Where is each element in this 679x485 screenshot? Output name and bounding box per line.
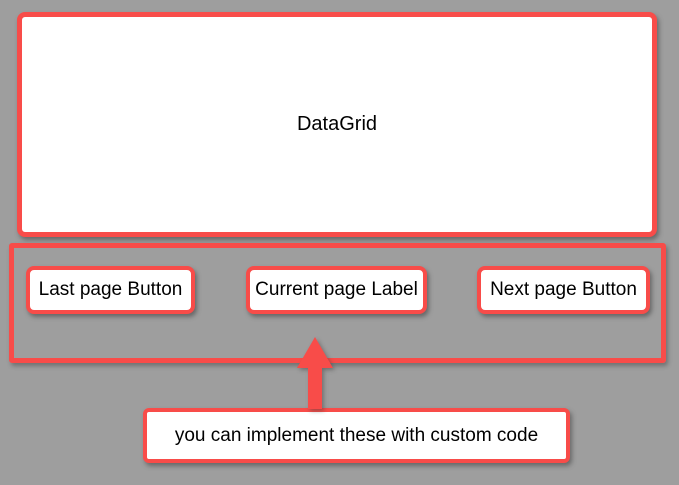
current-page-label-text: Current page Label: [255, 279, 418, 300]
datagrid-box: DataGrid: [17, 12, 657, 237]
next-page-button-label: Next page Button: [490, 279, 637, 300]
up-arrow-icon: [297, 337, 333, 409]
next-page-button[interactable]: Next page Button: [477, 266, 650, 314]
arrow-head: [297, 337, 333, 368]
current-page-label: Current page Label: [246, 266, 427, 314]
note-box: you can implement these with custom code: [143, 408, 570, 463]
pagination-panel: Last page Button Current page Label Next…: [9, 243, 666, 363]
note-text: you can implement these with custom code: [174, 424, 539, 446]
datagrid-label: DataGrid: [296, 113, 378, 135]
last-page-button-label: Last page Button: [38, 279, 183, 300]
last-page-button[interactable]: Last page Button: [26, 266, 195, 314]
arrow-shaft: [308, 368, 322, 409]
